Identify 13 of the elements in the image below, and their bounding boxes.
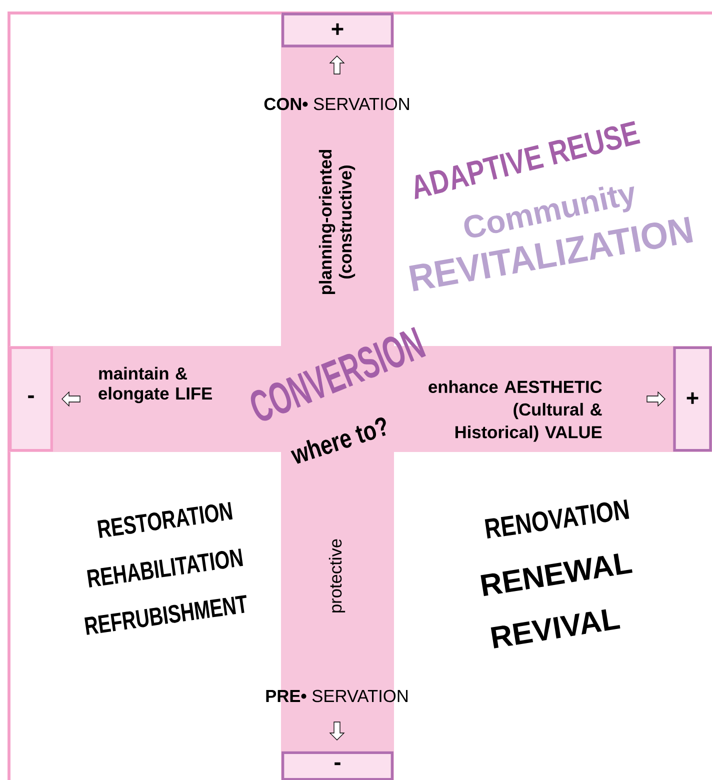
label-text: RENEWAL xyxy=(480,554,632,596)
label-text: REFRUBISHMENT xyxy=(84,594,246,635)
sign-box: - xyxy=(9,346,53,452)
label-text: REHABILITATION xyxy=(87,548,243,588)
label-text: REVIVAL xyxy=(490,609,620,648)
sign-box: + xyxy=(673,346,712,452)
label-text: protective xyxy=(328,539,346,612)
label-text: enhance AESTHETIC (Cultural & Historical) VALUE xyxy=(428,380,602,442)
sign-box: - xyxy=(282,751,394,780)
label-text: planning-oriented (constructive) xyxy=(318,150,356,294)
sign-box: + xyxy=(282,12,394,48)
label-text: RESTORATION xyxy=(97,502,233,538)
label-text: RENOVATION xyxy=(484,500,630,538)
